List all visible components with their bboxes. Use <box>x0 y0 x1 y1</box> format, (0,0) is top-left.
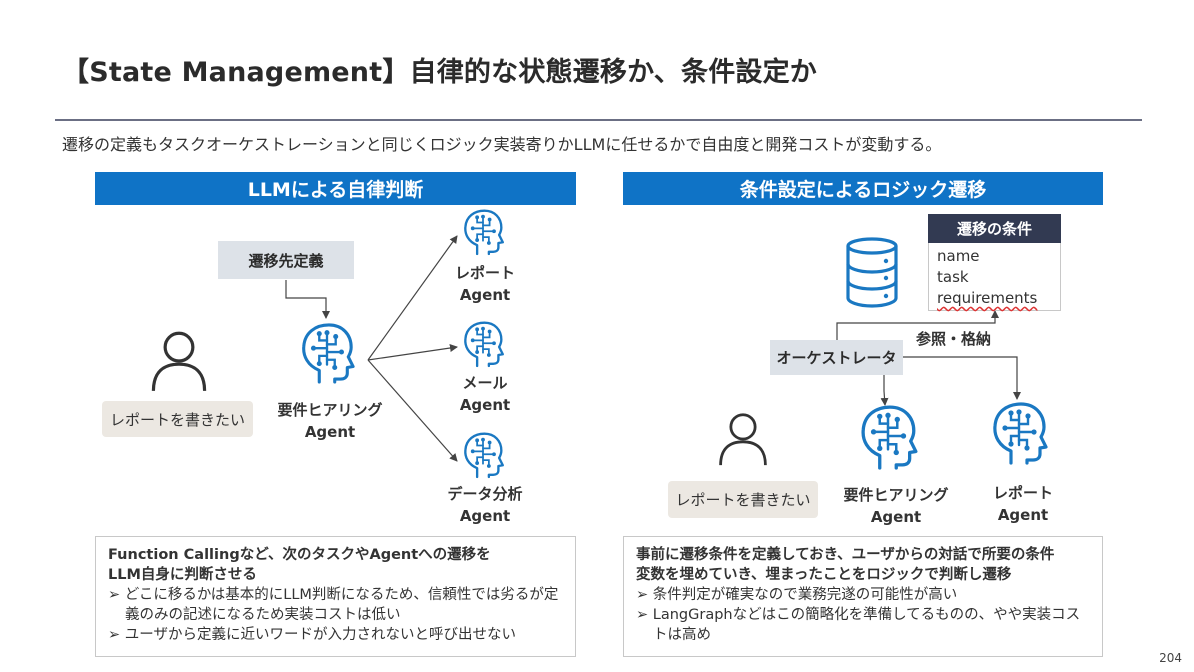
page-subtitle: 遷移の定義もタスクオーケストレーションと同じくロジック実装寄りかLLMに任せるか… <box>62 135 942 154</box>
hearing-agent-label-right: 要件ヒアリング Agent <box>829 484 963 528</box>
right-banner: 条件設定によるロジック遷移 <box>623 172 1103 205</box>
panel-heading: 変数を埋めていき、埋まったことをロジックで判断し遷移 <box>636 567 1012 583</box>
title-divider <box>55 119 1142 121</box>
hearing-agent-name: 要件ヒアリング <box>843 486 949 504</box>
panel-bullet: ➢ ユーザから定義に近いワードが入力されないと呼び出せない <box>108 627 516 643</box>
panel-heading: 事前に遷移条件を定義しておき、ユーザからの対話で所要の条件 <box>636 547 1055 563</box>
reference-store-label: 参照・格納 <box>916 330 992 348</box>
hearing-agent-label-left: 要件ヒアリング Agent <box>262 399 398 443</box>
report-agent-label-left: レポート Agent <box>433 262 537 306</box>
arrow-to-mail-agent <box>367 344 458 361</box>
left-banner: LLMによる自律判断 <box>95 172 576 205</box>
panel-bullet: ➢ どこに移るかは基本的にLLM判断になるため、信頼性では劣るが定義のみの記述に… <box>108 587 559 623</box>
report-agent-suffix: Agent <box>997 506 1049 524</box>
arrow-to-report-agent <box>367 235 458 361</box>
condition-item: requirements <box>937 289 1038 307</box>
panel-heading: LLM自身に判断させる <box>108 567 257 583</box>
arrow-to-hearing-agent-r <box>880 375 889 406</box>
brain-head-icon <box>461 208 505 256</box>
report-agent-suffix: Agent <box>459 286 511 304</box>
right-description-panel: 事前に遷移条件を定義しておき、ユーザからの対話で所要の条件 変数を埋めていき、埋… <box>623 536 1103 657</box>
arrow-to-report-agent-r <box>903 356 1021 400</box>
condition-item: task <box>937 268 969 286</box>
data-agent-name: データ分析 <box>447 485 523 503</box>
brain-head-icon <box>298 322 356 384</box>
condition-item: name <box>937 247 980 265</box>
transition-definition-box: 遷移先定義 <box>218 241 354 279</box>
report-agent-name: レポート <box>454 264 515 282</box>
report-agent-label-right: レポート Agent <box>970 482 1076 526</box>
data-agent-label: データ分析 Agent <box>433 483 537 527</box>
user-bubble-left: レポートを書きたい <box>102 401 253 437</box>
arrow-to-data-agent <box>367 359 458 462</box>
transition-def-arrow <box>285 280 330 319</box>
brain-head-icon <box>857 404 919 470</box>
mail-agent-label: メール Agent <box>433 372 537 416</box>
user-bubble-right: レポートを書きたい <box>668 481 818 518</box>
hearing-agent-suffix: Agent <box>304 423 356 441</box>
mail-agent-suffix: Agent <box>459 396 511 414</box>
left-description-panel: Function Callingなど、次のタスクやAgentへの遷移を LLM自… <box>95 536 576 657</box>
brain-head-icon <box>989 400 1049 466</box>
brain-head-icon <box>461 320 505 368</box>
page-title: 【State Management】自律的な状態遷移か、条件設定か <box>62 57 817 88</box>
panel-bullet: ➢ 条件判定が確実なので業務完遂の可能性が高い <box>636 587 958 603</box>
database-icon <box>846 237 898 308</box>
brain-head-icon <box>461 431 505 479</box>
hearing-agent-name: 要件ヒアリング <box>277 401 383 419</box>
page-number: 204 <box>1159 651 1182 665</box>
conditions-list: name task requirements <box>928 243 1061 311</box>
hearing-agent-suffix: Agent <box>870 508 922 526</box>
data-agent-suffix: Agent <box>459 507 511 525</box>
panel-heading: Function Callingなど、次のタスクやAgentへの遷移を <box>108 547 491 563</box>
ref-store-arrow <box>836 310 999 341</box>
mail-agent-name: メール <box>462 374 508 392</box>
panel-bullet: ➢ LangGraphなどはこの簡略化を準備してるものの、やや実装コストは高め <box>636 607 1081 643</box>
orchestrator-box: オーケストレータ <box>770 340 903 375</box>
user-icon <box>147 329 211 393</box>
report-agent-name: レポート <box>992 484 1053 502</box>
user-icon <box>715 411 771 467</box>
conditions-header: 遷移の条件 <box>928 214 1061 243</box>
